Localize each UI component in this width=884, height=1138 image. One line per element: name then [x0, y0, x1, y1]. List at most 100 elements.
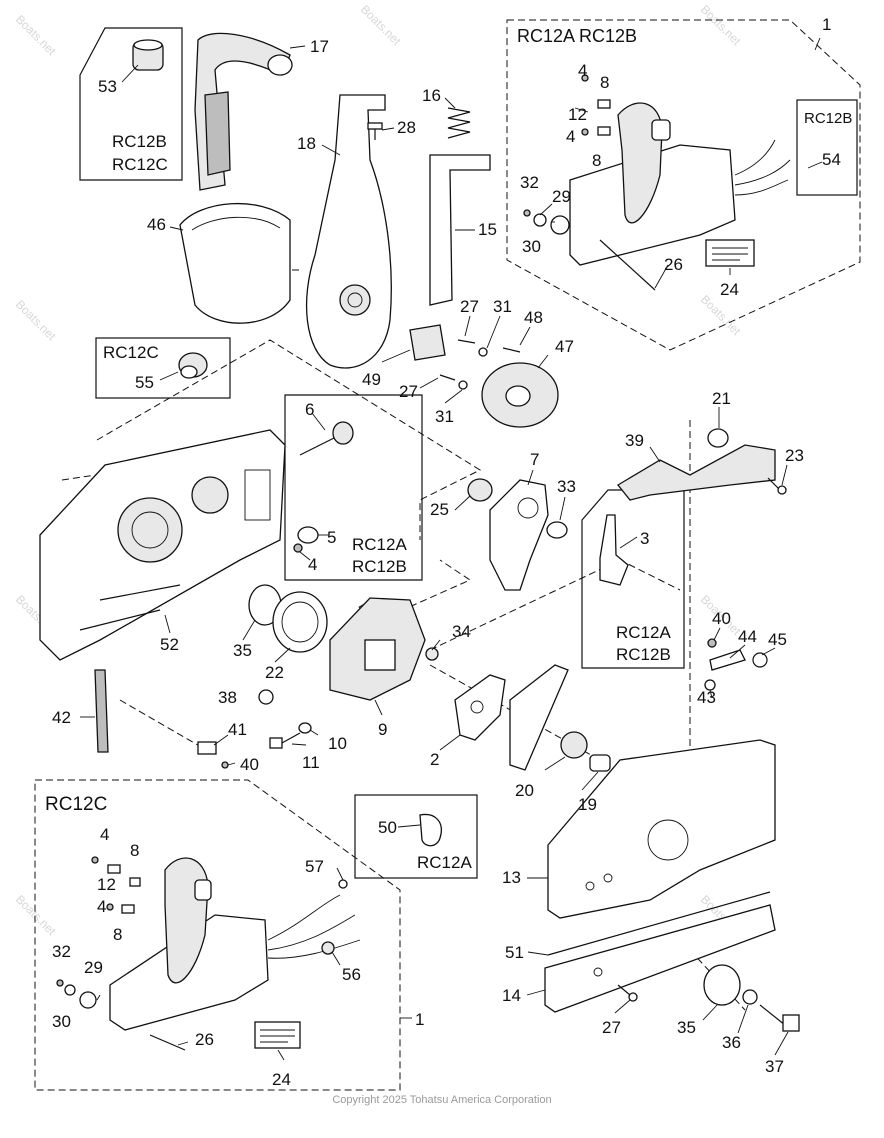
callout-36[interactable]: 36 — [722, 1033, 741, 1052]
callout-42[interactable]: 42 — [52, 708, 71, 727]
callout-40[interactable]: 40 — [240, 755, 259, 774]
bracket-44 — [709, 649, 746, 671]
callout-48[interactable]: 48 — [524, 308, 543, 327]
callout-40[interactable]: 40 — [712, 609, 731, 628]
housing-9 — [329, 597, 426, 701]
callout-26[interactable]: 26 — [195, 1030, 214, 1049]
callout-2[interactable]: 2 — [430, 750, 439, 769]
callout-46[interactable]: 46 — [147, 215, 166, 234]
callout-21[interactable]: 21 — [712, 389, 731, 408]
callout-3[interactable]: 3 — [640, 529, 649, 548]
callout-27[interactable]: 27 — [399, 382, 418, 401]
callout-50[interactable]: 50 — [378, 818, 397, 837]
callout-32[interactable]: 32 — [52, 942, 71, 961]
remote-control-unit-top — [523, 74, 791, 291]
box-label-rc12c: RC12C — [103, 343, 159, 362]
callout-27[interactable]: 27 — [602, 1018, 621, 1037]
callout-20[interactable]: 20 — [515, 781, 534, 800]
box-label-rc12a: RC12A — [616, 623, 671, 642]
screw-27-bottom — [617, 984, 638, 1002]
callout-12[interactable]: 12 — [97, 875, 116, 894]
callout-5[interactable]: 5 — [327, 528, 336, 547]
callout-29[interactable]: 29 — [552, 187, 571, 206]
callout-32[interactable]: 32 — [520, 173, 539, 192]
box-label-rc12b: RC12B — [112, 132, 167, 151]
callout-8[interactable]: 8 — [130, 841, 139, 860]
callout-8[interactable]: 8 — [592, 151, 601, 170]
callout-47[interactable]: 47 — [555, 337, 574, 356]
callout-31[interactable]: 31 — [493, 297, 512, 316]
callout-53[interactable]: 53 — [98, 77, 117, 96]
callout-25[interactable]: 25 — [430, 500, 449, 519]
callout-12[interactable]: 12 — [568, 105, 587, 124]
callout-14[interactable]: 14 — [502, 986, 521, 1005]
bracket-15 — [429, 154, 491, 306]
callout-4[interactable]: 4 — [566, 127, 575, 146]
region-title-rc12a-rc12b: RC12A RC12B — [517, 26, 637, 46]
callout-19[interactable]: 19 — [578, 795, 597, 814]
screw-40-lower — [221, 761, 229, 769]
callout-52[interactable]: 52 — [160, 635, 179, 654]
variant-box-55: RC12C — [95, 337, 231, 399]
part-34 — [425, 647, 439, 661]
box-label-rc12b: RC12B — [352, 557, 407, 576]
callout-41[interactable]: 41 — [228, 720, 247, 739]
callout-33[interactable]: 33 — [557, 477, 576, 496]
callout-56[interactable]: 56 — [342, 965, 361, 984]
callout-4[interactable]: 4 — [578, 61, 587, 80]
callout-38[interactable]: 38 — [218, 688, 237, 707]
watermark-text: Boats.net — [358, 2, 404, 48]
screw-23 — [767, 477, 787, 495]
callout-43[interactable]: 43 — [697, 688, 716, 707]
callout-22[interactable]: 22 — [265, 663, 284, 682]
callout-6[interactable]: 6 — [305, 400, 314, 419]
screw-27-31-lower — [439, 374, 468, 390]
callout-28[interactable]: 28 — [397, 118, 416, 137]
callout-24[interactable]: 24 — [720, 280, 739, 299]
callout-26[interactable]: 26 — [664, 255, 683, 274]
ring-35-bottom — [703, 964, 741, 1006]
variant-box-53: RC12B RC12C — [79, 27, 183, 181]
callout-35[interactable]: 35 — [677, 1018, 696, 1037]
callout-4[interactable]: 4 — [97, 897, 106, 916]
callout-1[interactable]: 1 — [415, 1010, 424, 1029]
callout-15[interactable]: 15 — [478, 220, 497, 239]
callout-35[interactable]: 35 — [233, 641, 252, 660]
callout-34[interactable]: 34 — [452, 622, 471, 641]
box-label-rc12b: RC12B — [616, 645, 671, 664]
callout-29[interactable]: 29 — [84, 958, 103, 977]
callout-54[interactable]: 54 — [822, 150, 841, 169]
clip-50 — [419, 813, 442, 847]
callout-57[interactable]: 57 — [305, 857, 324, 876]
callout-13[interactable]: 13 — [502, 868, 521, 887]
callout-18[interactable]: 18 — [297, 134, 316, 153]
callout-9[interactable]: 9 — [378, 720, 387, 739]
callout-45[interactable]: 45 — [768, 630, 787, 649]
callout-30[interactable]: 30 — [52, 1012, 71, 1031]
callout-55[interactable]: 55 — [135, 373, 154, 392]
spring-16 — [447, 107, 471, 139]
callout-49[interactable]: 49 — [362, 370, 381, 389]
callout-51[interactable]: 51 — [505, 943, 524, 962]
callout-8[interactable]: 8 — [600, 73, 609, 92]
callout-39[interactable]: 39 — [625, 431, 644, 450]
callout-27[interactable]: 27 — [460, 297, 479, 316]
callout-30[interactable]: 30 — [522, 237, 541, 256]
callout-16[interactable]: 16 — [422, 86, 441, 105]
callout-4[interactable]: 4 — [100, 825, 109, 844]
callout-1[interactable]: 1 — [822, 15, 831, 34]
callout-44[interactable]: 44 — [738, 627, 757, 646]
callout-24[interactable]: 24 — [272, 1070, 291, 1089]
leader-lines — [80, 37, 823, 1061]
handle-grip-17 — [194, 32, 293, 191]
callout-17[interactable]: 17 — [310, 37, 329, 56]
callout-37[interactable]: 37 — [765, 1057, 784, 1076]
callout-10[interactable]: 10 — [328, 734, 347, 753]
callout-4[interactable]: 4 — [308, 555, 317, 574]
bolt-37 — [759, 1004, 800, 1032]
callout-31[interactable]: 31 — [435, 407, 454, 426]
callout-23[interactable]: 23 — [785, 446, 804, 465]
callout-11[interactable]: 11 — [302, 753, 320, 772]
callout-7[interactable]: 7 — [530, 450, 539, 469]
callout-8[interactable]: 8 — [113, 925, 122, 944]
